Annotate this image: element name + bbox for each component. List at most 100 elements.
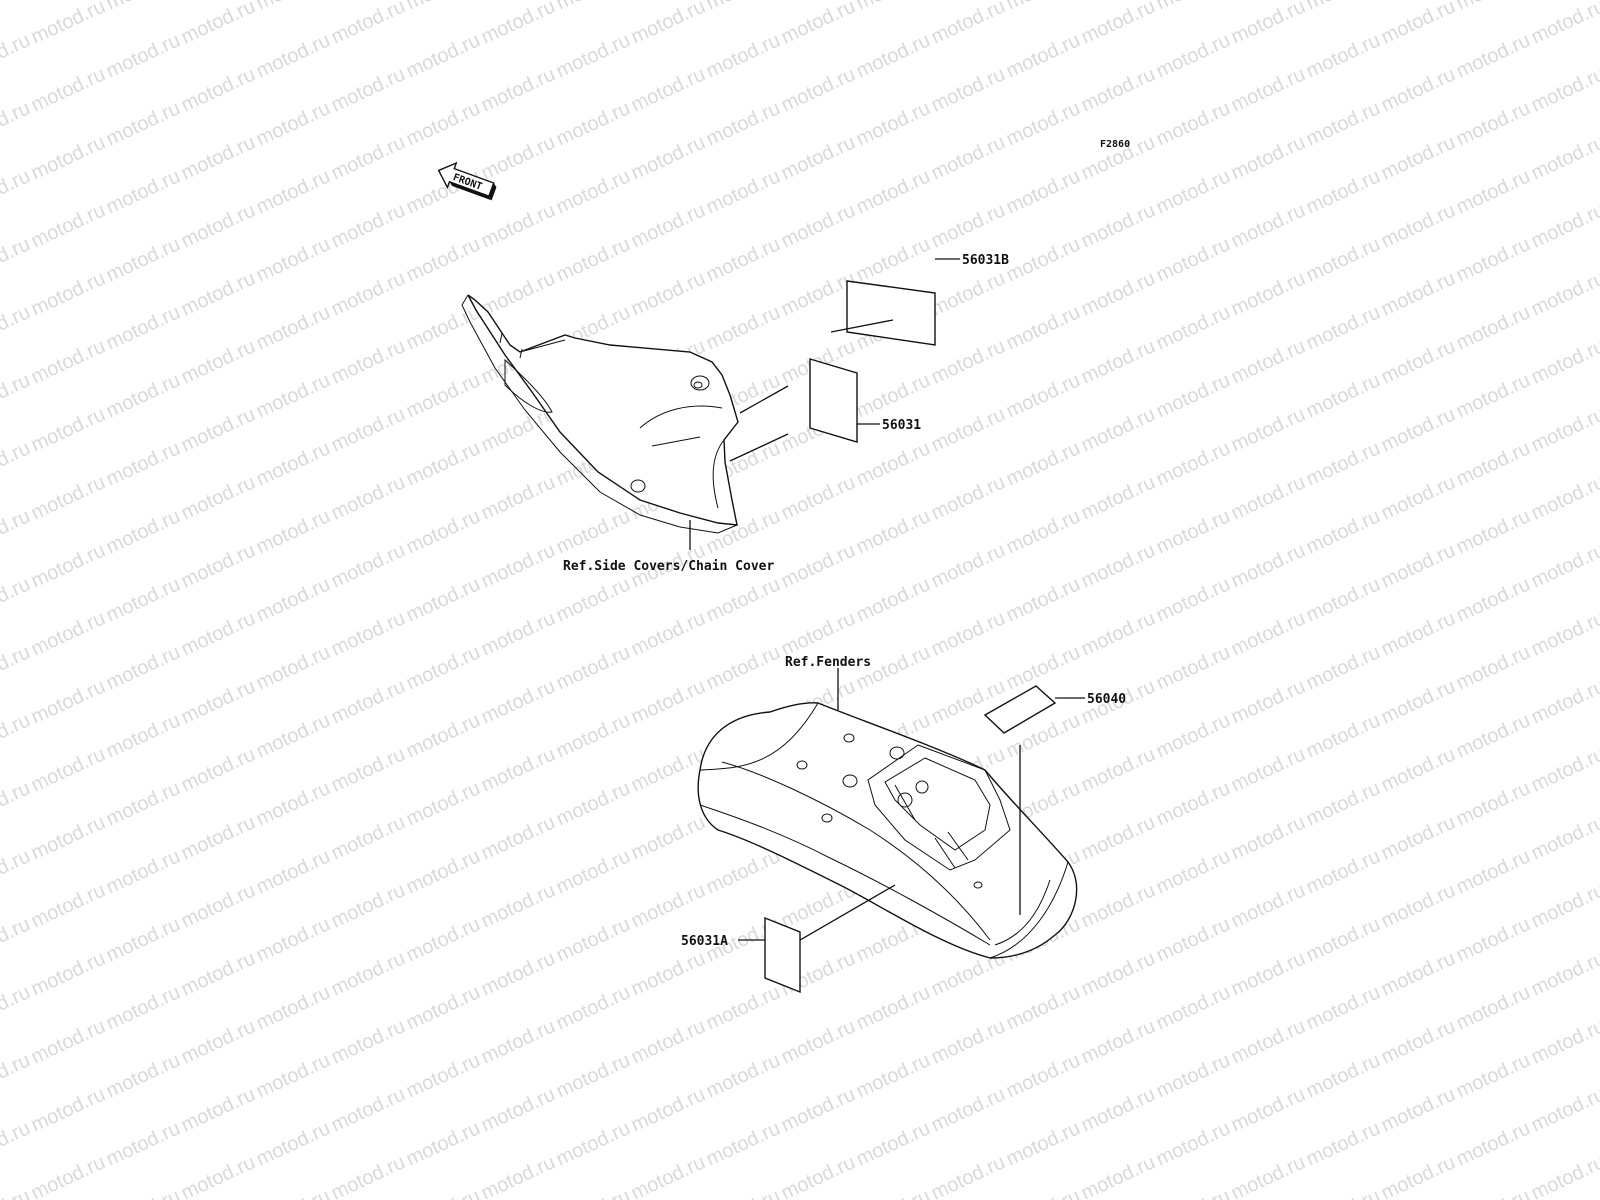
watermark-text: motod.ru: [703, 29, 784, 82]
watermark-text: motod.ru: [628, 607, 709, 660]
watermark-text: motod.ru: [628, 63, 709, 116]
watermark-text: motod.ru: [28, 131, 109, 184]
watermark-text: motod.ru: [628, 947, 709, 1000]
watermark-text: motod.ru: [703, 97, 784, 150]
watermark-text: motod.ru: [403, 777, 484, 830]
watermark-text: motod.ru: [628, 743, 709, 796]
watermark-text: motod.ru: [853, 981, 934, 1034]
watermark-text: motod.ru: [1453, 777, 1534, 830]
watermark-text: motod.ru: [478, 539, 559, 592]
watermark-text: motod.ru: [0, 437, 34, 490]
watermark-text: motod.ru: [103, 981, 184, 1034]
watermark-text: motod.ru: [1078, 811, 1159, 864]
watermark-text: motod.ru: [1453, 573, 1534, 626]
watermark-text: motod.ru: [853, 1049, 934, 1102]
watermark-text: motod.ru: [1528, 1151, 1600, 1200]
watermark-text: motod.ru: [478, 0, 559, 49]
watermark-text: motod.ru: [703, 1117, 784, 1170]
watermark-text: motod.ru: [853, 0, 934, 15]
watermark-text: motod.ru: [28, 403, 109, 456]
watermark-text: motod.ru: [1078, 267, 1159, 320]
watermark-text: motod.ru: [1453, 29, 1534, 82]
watermark-text: motod.ru: [0, 981, 34, 1034]
watermark-text: motod.ru: [403, 301, 484, 354]
watermark-text: motod.ru: [628, 1083, 709, 1136]
watermark-text: motod.ru: [1228, 267, 1309, 320]
watermark-text: motod.ru: [1153, 233, 1234, 286]
watermark-text: motod.ru: [1153, 1185, 1234, 1200]
watermark-text: motod.ru: [1528, 1015, 1600, 1068]
watermark-text: motod.ru: [403, 369, 484, 422]
watermark-text: motod.ru: [1228, 607, 1309, 660]
watermark-text: motod.ru: [0, 165, 34, 218]
watermark-text: motod.ru: [253, 165, 334, 218]
watermark-text: motod.ru: [103, 369, 184, 422]
watermark-text: motod.ru: [1453, 1117, 1534, 1170]
watermark-text: motod.ru: [178, 1151, 259, 1200]
watermark-text: motod.ru: [1303, 1185, 1384, 1200]
watermark-text: motod.ru: [328, 1015, 409, 1068]
watermark-text: motod.ru: [1003, 505, 1084, 558]
watermark-text: motod.ru: [853, 1185, 934, 1200]
watermark-text: motod.ru: [403, 1185, 484, 1200]
watermark-text: motod.ru: [178, 335, 259, 388]
watermark-text: motod.ru: [28, 947, 109, 1000]
watermark-text: motod.ru: [778, 1015, 859, 1068]
watermark-text: motod.ru: [1078, 471, 1159, 524]
watermark-text: motod.ru: [1378, 63, 1459, 116]
watermark-text: motod.ru: [1003, 981, 1084, 1034]
watermark-text: motod.ru: [628, 1151, 709, 1200]
watermark-text: motod.ru: [703, 845, 784, 898]
watermark-text: motod.ru: [703, 573, 784, 626]
watermark-text: motod.ru: [103, 845, 184, 898]
watermark-text: motod.ru: [1528, 131, 1600, 184]
watermark-text: motod.ru: [28, 0, 109, 49]
watermark-text: motod.ru: [853, 505, 934, 558]
watermark-text: motod.ru: [1303, 981, 1384, 1034]
watermark-text: motod.ru: [403, 1049, 484, 1102]
watermark-text: motod.ru: [178, 607, 259, 660]
watermark-text: motod.ru: [1153, 165, 1234, 218]
watermark-text: motod.ru: [853, 165, 934, 218]
watermark-text: motod.ru: [628, 811, 709, 864]
watermark-text: motod.ru: [1303, 709, 1384, 762]
watermark-text: motod.ru: [1528, 335, 1600, 388]
watermark-text: motod.ru: [178, 743, 259, 796]
watermark-text: motod.ru: [328, 947, 409, 1000]
watermark-text: motod.ru: [1378, 947, 1459, 1000]
watermark-text: motod.ru: [1228, 403, 1309, 456]
watermark-text: motod.ru: [553, 505, 634, 558]
watermark-text: motod.ru: [703, 233, 784, 286]
watermark-text: motod.ru: [403, 437, 484, 490]
watermark-text: motod.ru: [1528, 879, 1600, 932]
watermark-text: motod.ru: [1453, 981, 1534, 1034]
watermark-text: motod.ru: [1228, 879, 1309, 932]
watermark-text: motod.ru: [1003, 97, 1084, 150]
projection-line: [799, 884, 896, 941]
watermark-text: motod.ru: [1303, 165, 1384, 218]
watermark-text: motod.ru: [928, 471, 1009, 524]
watermark-text: motod.ru: [1003, 29, 1084, 82]
watermark-text: motod.ru: [553, 777, 634, 830]
watermark-text: motod.ru: [553, 0, 634, 15]
watermark-text: motod.ru: [478, 131, 559, 184]
watermark-text: motod.ru: [928, 131, 1009, 184]
watermark-text: motod.ru: [103, 165, 184, 218]
watermark-text: motod.ru: [103, 1117, 184, 1170]
watermark-text: motod.ru: [1453, 233, 1534, 286]
watermark-text: motod.ru: [1078, 1015, 1159, 1068]
watermark-text: motod.ru: [0, 845, 34, 898]
watermark-text: motod.ru: [1528, 0, 1600, 49]
projection-line: [739, 385, 789, 414]
watermark-text: motod.ru: [328, 0, 409, 49]
watermark-text: motod.ru: [1003, 301, 1084, 354]
watermark-text: motod.ru: [1528, 675, 1600, 728]
watermark-text: motod.ru: [928, 335, 1009, 388]
watermark-text: motod.ru: [1228, 1083, 1309, 1136]
watermark-text: motod.ru: [403, 97, 484, 150]
watermark-text: motod.ru: [853, 369, 934, 422]
watermark-text: motod.ru: [628, 1015, 709, 1068]
part-label-56031A: 56031A: [681, 934, 728, 949]
watermark-text: motod.ru: [1078, 63, 1159, 116]
